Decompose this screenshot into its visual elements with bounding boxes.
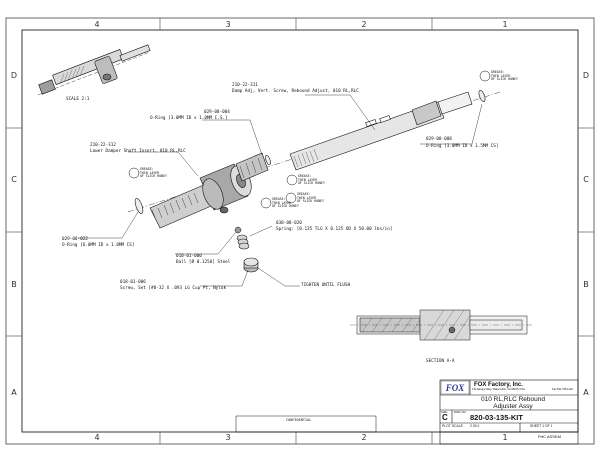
leader-lines <box>78 94 483 287</box>
zone-row-d-left: D <box>10 71 18 80</box>
oring-004 <box>265 154 271 166</box>
drawing-title-line2: Adjuster Assy <box>493 403 533 410</box>
zone-row-b-left: B <box>11 280 17 289</box>
scale-view <box>37 44 151 96</box>
company-phone: Fax 831.768.1130 <box>552 388 573 391</box>
sheet-number: SHEET 1 OF 1 <box>530 424 553 428</box>
oring-022 <box>134 198 144 214</box>
part-desc-210-22-312: Lower Damper Shaft Insert, 010 RL,RLC <box>90 149 186 154</box>
zone-row-d-right: D <box>582 71 590 80</box>
zone-col-4-bottom: 4 <box>94 433 100 442</box>
zone-row-a-right: A <box>583 388 589 397</box>
fox-logo-mark: FOX <box>445 383 466 393</box>
zone-ticks <box>6 18 594 444</box>
zone-row-b-right: B <box>583 280 589 289</box>
part-number-029-08-022: 029-08-022 <box>62 237 88 242</box>
spring <box>236 234 250 250</box>
footer-tag: PrtC ASSEM <box>538 434 561 439</box>
part-desc-038-08-020: Spring: [0.135 TLG X 0.125 OD X 50.00 lb… <box>276 227 393 232</box>
plot-scale-label: PLOT SCALE <box>442 424 463 428</box>
title-block <box>439 379 579 445</box>
part-number-029-08-008: 029-08-008 <box>426 137 452 142</box>
plot-scale-value: 2.00:1 <box>470 424 480 428</box>
zone-row-c-right: C <box>583 175 589 184</box>
section-label: SECTION A-A <box>426 359 455 364</box>
part-number-029-08-004: 029-08-004 <box>204 110 230 115</box>
zone-col-3-bottom: 3 <box>225 433 231 442</box>
zone-col-4-top: 4 <box>94 20 100 29</box>
grease-callouts <box>128 70 491 209</box>
part-desc-029-08-004: O-Ring [3.0MM ID x 1.0MM C.S.] <box>150 116 228 121</box>
dwg-number: 820-03-135-KIT <box>470 413 523 422</box>
adjust-screw <box>289 91 473 171</box>
zone-col-1-top: 1 <box>502 20 508 29</box>
zone-col-3-top: 3 <box>225 20 231 29</box>
set-screw <box>243 257 259 273</box>
zone-col-2-bottom: 2 <box>361 433 367 442</box>
outer-border <box>5 17 595 445</box>
part-desc-018-01-006: Screw, Set [#8-32 X .093 LG Cup Pt, Nylo… <box>120 286 227 291</box>
part-number-210-22-312: 210-22-312 <box>90 143 116 148</box>
fox-logo <box>440 380 470 395</box>
company-address: 130 Hangar Way, Watsonville, CA 95076 US… <box>472 388 525 391</box>
part-desc-210-22-311: Damp Adj, Vert. Screw, Rebound Adjust, 0… <box>232 89 359 94</box>
oring-008 <box>478 89 486 103</box>
zone-col-2-top: 2 <box>361 20 367 29</box>
zone-row-c-left: C <box>11 175 17 184</box>
part-number-018-01-006: 018-01-006 <box>120 280 146 285</box>
part-desc-010-01-000: Ball [Ø 0.1250] Steel <box>176 260 231 265</box>
zone-row-a-left: A <box>11 388 17 397</box>
damper-insert <box>149 152 269 229</box>
section-view <box>350 309 532 341</box>
size-label: SIZE <box>441 410 448 414</box>
ball <box>234 226 242 234</box>
confidential-box <box>235 415 377 433</box>
part-desc-029-08-022: O-Ring [6.0MM ID x 1.0MM CS] <box>62 243 135 248</box>
company-name: FOX Factory, Inc. <box>474 382 523 388</box>
confidential-title: CONFIDENTIAL <box>286 418 312 422</box>
size-value: C <box>442 413 448 422</box>
part-number-010-01-000: 010-01-000 <box>176 254 202 259</box>
drawing-title-line1: 010 RL,RLC Rebound <box>481 396 545 403</box>
part-number-038-08-020: 038-08-020 <box>276 221 302 226</box>
dwg-no-label: DWG NO. <box>454 410 467 414</box>
tighten-note: TIGHTEN UNTIL FLUSH <box>301 283 351 288</box>
part-desc-029-08-008: O-Ring [3.0MM ID x 1.5MM CS] <box>426 144 499 149</box>
zone-col-1-bottom: 1 <box>502 433 508 442</box>
part-number-210-22-311: 210-22-311 <box>232 83 258 88</box>
scale-label: SCALE 2:1 <box>66 97 90 102</box>
